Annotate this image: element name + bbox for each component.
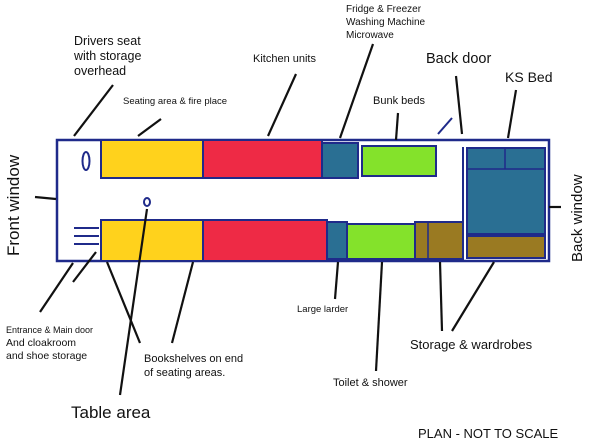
label-entrance-3: and shoe storage bbox=[6, 350, 87, 362]
label-toilet-shower: Toilet & shower bbox=[333, 377, 408, 389]
storage-bottom bbox=[414, 221, 464, 260]
fridge-block bbox=[321, 142, 359, 179]
label-bookshelves-1: Bookshelves on end bbox=[144, 353, 243, 365]
driver-seat-oval bbox=[81, 151, 91, 171]
leader-back-door bbox=[454, 75, 464, 135]
larder-block bbox=[326, 221, 348, 260]
label-storage-wardrobes: Storage & wardrobes bbox=[410, 337, 533, 352]
seating-area-top bbox=[100, 139, 204, 179]
leader-larder bbox=[333, 261, 340, 300]
back-door-mark bbox=[437, 117, 453, 135]
plan-title: PLAN - NOT TO SCALE bbox=[418, 426, 558, 441]
label-drivers-seat-3: overhead bbox=[74, 64, 126, 78]
label-bookshelves-2: of seating areas. bbox=[144, 367, 225, 379]
label-front-window: Front window bbox=[4, 154, 23, 256]
leader-bookshelves-1 bbox=[105, 261, 142, 344]
label-bunk-beds: Bunk beds bbox=[373, 95, 425, 107]
leader-front-window bbox=[34, 195, 57, 201]
leader-bookshelves-2 bbox=[170, 261, 195, 344]
label-fridge-1: Fridge & Freezer bbox=[346, 4, 422, 15]
leader-seating bbox=[137, 118, 162, 137]
seating-area-bottom bbox=[100, 219, 204, 262]
storage-back bbox=[466, 235, 546, 259]
kitchen-bottom bbox=[202, 219, 328, 262]
leader-ks-bed bbox=[506, 89, 518, 139]
label-back-window: Back window bbox=[569, 174, 586, 262]
kitchen-units bbox=[202, 139, 323, 179]
leader-storage-1 bbox=[438, 261, 444, 332]
leader-entrance bbox=[39, 262, 74, 313]
leader-storage-2 bbox=[451, 261, 495, 332]
label-ks-bed: KS Bed bbox=[505, 69, 552, 85]
label-entrance-2: And cloakroom bbox=[6, 337, 76, 349]
leader-kitchen bbox=[266, 73, 298, 137]
label-kitchen-units: Kitchen units bbox=[253, 53, 316, 65]
label-table-area: Table area bbox=[71, 403, 151, 422]
label-seating-fire: Seating area & fire place bbox=[123, 96, 227, 107]
label-drivers-seat-1: Drivers seat bbox=[74, 34, 141, 48]
label-entrance-1: Entrance & Main door bbox=[6, 325, 93, 335]
label-drivers-seat-2: with storage bbox=[73, 49, 141, 63]
leader-lines bbox=[34, 43, 561, 396]
label-fridge-2: Washing Machine bbox=[346, 17, 426, 28]
leader-fridge bbox=[338, 43, 375, 139]
label-back-door: Back door bbox=[426, 51, 491, 67]
label-large-larder: Large larder bbox=[297, 304, 348, 315]
ks-bed bbox=[466, 147, 546, 235]
leader-toilet bbox=[374, 261, 384, 372]
leader-drivers-seat bbox=[73, 84, 114, 137]
leader-table bbox=[118, 208, 149, 396]
table-marker bbox=[143, 197, 151, 207]
leader-entrance-2 bbox=[72, 251, 97, 283]
leader-bunk bbox=[394, 112, 400, 141]
toilet-shower bbox=[346, 223, 416, 260]
bunk-beds-top bbox=[361, 145, 437, 177]
label-fridge-3: Microwave bbox=[346, 30, 394, 41]
